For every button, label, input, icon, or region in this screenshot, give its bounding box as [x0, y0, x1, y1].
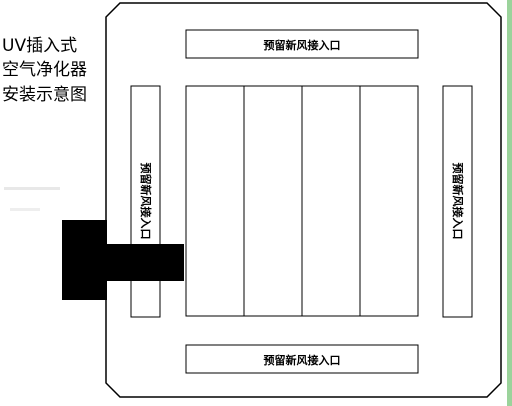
- title-line-3: 安装示意图: [2, 85, 87, 105]
- right-inlet-label: 预留新风接入口: [451, 163, 465, 240]
- top-inlet-label: 预留新风接入口: [264, 38, 341, 52]
- uv-device-probe: [104, 244, 184, 281]
- scan-artifact: [10, 208, 40, 211]
- left-inlet-label: 预留新风接入口: [139, 163, 153, 240]
- filter-grid: [185, 85, 419, 317]
- right-inlet-box: [442, 85, 473, 318]
- left-inlet-box: [130, 85, 161, 318]
- bottom-inlet-label: 预留新风接入口: [264, 353, 341, 367]
- title-line-1: UV插入式: [2, 36, 77, 56]
- cabinet-outline: [105, 2, 502, 398]
- title-line-2: 空气净化器: [2, 60, 87, 80]
- top-inlet-box: [185, 29, 419, 59]
- uv-device-body: [62, 220, 107, 300]
- diagram-title: UV插入式 空气净化器 安装示意图: [2, 36, 92, 105]
- uv-insertion-device: [62, 220, 184, 300]
- bottom-inlet-box: [185, 344, 419, 374]
- scan-artifact: [4, 187, 60, 190]
- right-edge-bar: [507, 0, 512, 406]
